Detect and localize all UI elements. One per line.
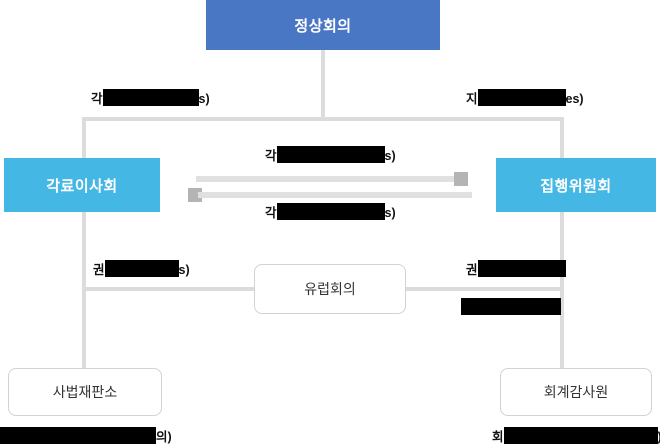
redaction-bar: [477, 89, 566, 106]
connector-summit-stem: [321, 50, 325, 121]
connector-council-spine: [82, 210, 86, 382]
edge-label-court-authority: 권 s): [93, 260, 190, 278]
edge-label-bottom-right: 회): [492, 427, 660, 445]
label-prefix: 권: [93, 263, 105, 277]
label-suffix: s): [384, 149, 396, 163]
node-council-of-ministers[interactable]: 각료이사회: [4, 158, 160, 212]
arrow-council-to-exec: [196, 172, 468, 186]
node-europe-label: 유럽회의: [304, 281, 356, 297]
edge-label-exec-right: 지 es): [466, 89, 584, 107]
node-european-assembly[interactable]: 유럽회의: [254, 264, 406, 314]
node-court-label: 사법재판소: [52, 384, 118, 400]
node-audit-label: 회계감사원: [543, 384, 609, 400]
arrow-exec-to-council: [188, 188, 472, 202]
label-prefix: 각: [91, 92, 103, 106]
label-prefix: 지: [466, 92, 478, 106]
label-prefix: 각: [265, 149, 277, 163]
node-summit-label: 정상회의: [294, 17, 352, 35]
arrow-shaft: [198, 192, 472, 198]
connector-europe-left: [84, 287, 256, 291]
redaction-bar: [276, 203, 385, 220]
redaction-bar: [104, 260, 179, 277]
label-suffix: s): [178, 263, 190, 277]
label-prefix: 각: [265, 206, 277, 220]
label-prefix: 회: [492, 430, 504, 444]
redaction-bar: [461, 298, 561, 315]
arrow-shaft: [196, 176, 458, 182]
edge-label-audit-second: [461, 298, 561, 316]
edge-label-middle-upper: 각 s): [265, 146, 396, 164]
label-suffix: es): [565, 92, 584, 106]
label-prefix: 권: [466, 263, 478, 277]
connector-europe-right: [404, 287, 562, 291]
node-court-of-auditors[interactable]: 회계감사원: [500, 368, 652, 416]
node-executive-committee[interactable]: 집행위원회: [496, 158, 656, 212]
connector-row1-bus: [82, 117, 564, 121]
connector-bus-to-council: [82, 117, 86, 162]
node-court-of-justice[interactable]: 사법재판소: [8, 368, 162, 416]
label-suffix: 의): [156, 430, 172, 444]
edge-label-council-left: 각 s): [91, 89, 210, 107]
label-suffix: ): [658, 430, 660, 444]
edge-label-middle-lower: 각 s): [265, 203, 396, 221]
edge-label-audit-authority: 권: [466, 260, 566, 278]
label-suffix: s): [198, 92, 210, 106]
arrow-head-right: [454, 172, 468, 186]
label-suffix: s): [384, 206, 396, 220]
node-council-label: 각료이사회: [46, 177, 118, 195]
connector-bus-to-exec: [560, 117, 564, 162]
edge-label-bottom-left: 의): [0, 427, 172, 445]
redaction-bar: [276, 146, 385, 163]
node-exec-label: 집행위원회: [540, 177, 612, 195]
redaction-bar: [477, 260, 566, 277]
connector-exec-spine: [560, 210, 564, 382]
redaction-bar: [503, 427, 658, 444]
redaction-bar: [0, 427, 156, 444]
redaction-bar: [102, 89, 199, 106]
arrow-head-left: [188, 188, 202, 202]
node-summit[interactable]: 정상회의: [206, 0, 440, 50]
